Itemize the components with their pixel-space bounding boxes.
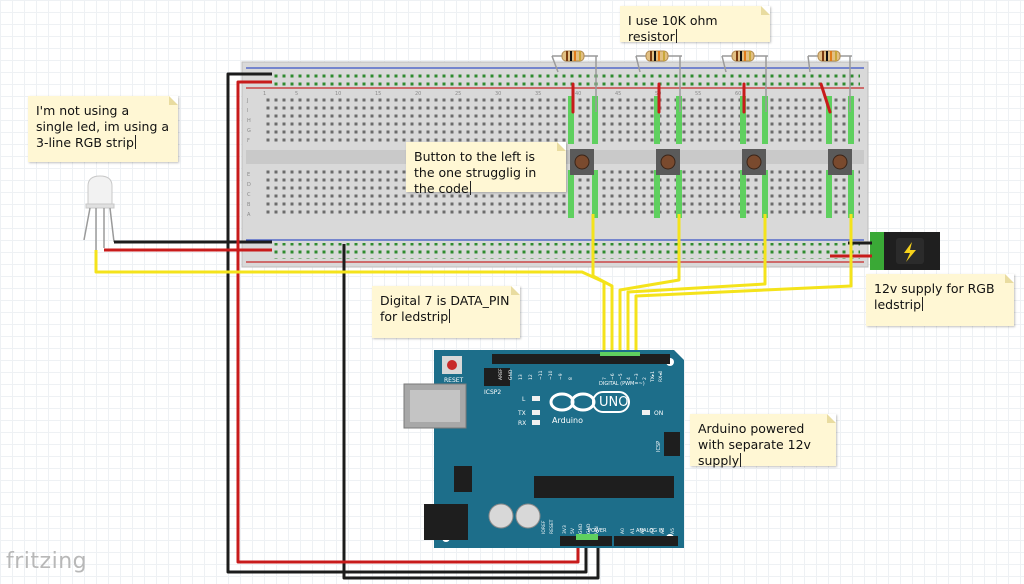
pin-label: TX▸1: [650, 371, 656, 383]
note-supply-text: 12v supply for RGB ledstrip: [874, 281, 995, 312]
column-number: 15: [375, 91, 381, 97]
icsp2-label: ICSP2: [484, 389, 501, 396]
pin-label: A3: [650, 528, 656, 534]
dc-power-jack[interactable]: [870, 232, 940, 270]
power-header-label: POWER: [588, 528, 607, 534]
arduino-logo-icon: [549, 391, 630, 413]
row-letter: A: [247, 212, 251, 218]
pin-label: A4: [660, 528, 666, 534]
row-letter: B: [247, 202, 251, 208]
pin-label: A1: [630, 528, 636, 534]
push-buttons: [570, 149, 852, 175]
note-rgb-strip-text: I'm not using a single led, im using a 3…: [36, 103, 170, 150]
rgb-led[interactable]: [83, 175, 115, 250]
pin-label: AREF: [498, 368, 504, 380]
pin-label: VIN: [594, 526, 600, 534]
led-on-label: ON: [654, 410, 663, 417]
pin-label: GND: [578, 523, 584, 534]
push-button[interactable]: [656, 149, 680, 175]
pin-label: 4: [626, 377, 632, 380]
column-number: 1: [263, 91, 266, 97]
pin-label: A5: [670, 528, 676, 534]
note-resistor-text: I use 10K ohm resistor: [628, 13, 718, 44]
pin-label: IOREF: [541, 520, 547, 534]
column-number: 30: [495, 91, 501, 97]
column-number: 20: [415, 91, 421, 97]
row-letter: F: [247, 138, 250, 144]
led-rx-label: RX: [518, 420, 526, 427]
led-l-label: L: [522, 396, 526, 403]
note-button-text: Button to the left is the one strugglig …: [414, 149, 537, 196]
note-arduino-power[interactable]: Arduino powered with separate 12v supply: [690, 414, 836, 468]
note-arduino-power-text: Arduino powered with separate 12v supply: [698, 421, 811, 468]
note-rgb-strip[interactable]: I'm not using a single led, im using a 3…: [28, 96, 178, 162]
resistors: [551, 50, 852, 112]
board-model-label: UNO: [599, 395, 628, 410]
pin-label: 12: [528, 374, 534, 380]
resistor[interactable]: [807, 50, 852, 112]
column-number: 45: [615, 91, 621, 97]
fritzing-logo: fritzing: [6, 549, 88, 574]
pin-label: 3V3: [562, 525, 568, 534]
pin-label: ~6: [610, 373, 616, 380]
pin-label: 2: [642, 377, 648, 380]
row-letter: J: [246, 98, 248, 104]
column-number: 40: [575, 91, 581, 97]
row-letter: C: [247, 192, 251, 198]
push-button[interactable]: [570, 149, 594, 175]
row-letter: H: [247, 118, 251, 124]
pin-label: GND: [508, 369, 514, 380]
note-button[interactable]: Button to the left is the one strugglig …: [406, 142, 566, 196]
resistor[interactable]: [635, 50, 682, 112]
icsp-label: ICSP: [656, 441, 662, 452]
pin-label: A2: [640, 528, 646, 534]
arduino-uno-board[interactable]: RESET ICSP2 L TX RX ON DIGITAL (PWM=~) U…: [403, 350, 684, 548]
wires: [94, 72, 872, 580]
row-letter: G: [247, 128, 251, 134]
push-button[interactable]: [742, 149, 766, 175]
pin-label: RESET: [549, 519, 555, 534]
pin-label: ~5: [618, 373, 624, 380]
row-letter: I: [247, 108, 248, 114]
pin-label: ~3: [634, 373, 640, 380]
note-supply[interactable]: 12v supply for RGB ledstrip: [866, 274, 1014, 326]
pin-label: ~9: [558, 373, 564, 380]
row-letter: E: [247, 172, 250, 178]
pin-label: 7: [602, 377, 608, 380]
resistor[interactable]: [551, 50, 598, 112]
row-letter: D: [247, 182, 251, 188]
pin-label: GND: [586, 523, 592, 534]
led-tx-label: TX: [517, 410, 526, 417]
note-data-pin[interactable]: Digital 7 is DATA_PIN for ledstrip: [372, 286, 520, 338]
reset-label: RESET: [444, 377, 464, 384]
pin-label: RX◂0: [658, 371, 664, 382]
pin-label: ~10: [548, 370, 554, 380]
pin-label: A0: [620, 528, 626, 534]
pin-label: 13: [518, 374, 524, 380]
column-number: 35: [535, 91, 541, 97]
digital-header-label: DIGITAL (PWM=~): [599, 381, 645, 387]
pin-label: 5V: [570, 527, 576, 534]
column-number: 5: [295, 91, 298, 97]
column-number: 25: [455, 91, 461, 97]
board-brand-label: Arduino: [552, 416, 583, 425]
column-number: 60: [735, 91, 741, 97]
pin-label: 8: [568, 377, 574, 380]
push-button[interactable]: [828, 149, 852, 175]
analog-header-label: ANALOG IN: [636, 528, 664, 534]
column-number: 55: [695, 91, 701, 97]
reset-button[interactable]: [447, 360, 457, 370]
pin-label: ~11: [538, 370, 544, 380]
column-number: 10: [335, 91, 341, 97]
resistor[interactable]: [721, 50, 768, 112]
note-data-pin-text: Digital 7 is DATA_PIN for ledstrip: [380, 293, 510, 324]
lightning-icon: [904, 242, 916, 262]
note-resistor[interactable]: I use 10K ohm resistor: [620, 6, 770, 44]
